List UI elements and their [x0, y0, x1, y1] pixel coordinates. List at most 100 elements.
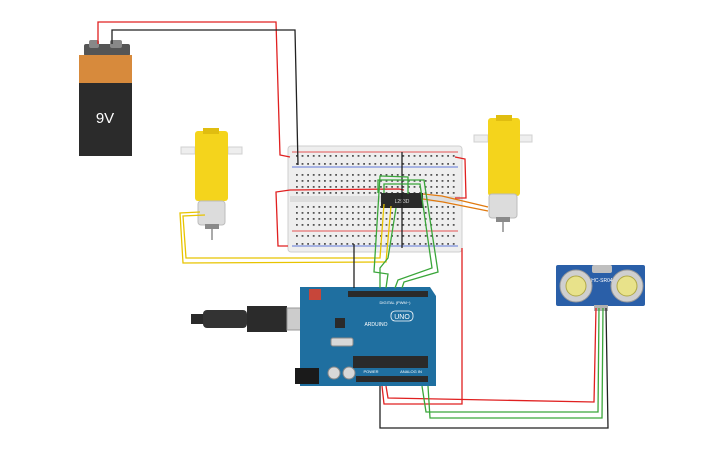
breadboard-hole — [380, 192, 382, 194]
breadboard-hole — [296, 218, 298, 220]
breadboard-hole — [296, 155, 298, 157]
breadboard-hole — [402, 235, 405, 237]
breadboard-hole — [301, 163, 304, 165]
breadboard-hole — [363, 186, 365, 188]
breadboard-hole — [413, 243, 416, 245]
breadboard-hole — [329, 212, 332, 214]
breadboard-hole — [408, 186, 410, 188]
breadboard-hole — [352, 235, 354, 237]
breadboard-hole — [413, 212, 416, 214]
breadboard-hole — [368, 192, 371, 194]
arduino-analog-label: ANALOG IN — [400, 369, 422, 374]
breadboard-hole — [396, 224, 399, 226]
breadboard-hole — [324, 235, 326, 237]
breadboard-hole — [329, 206, 332, 208]
breadboard-hole — [301, 218, 304, 220]
breadboard-hole — [441, 218, 444, 220]
dc-motor-right[interactable] — [473, 115, 533, 232]
breadboard-hole — [340, 174, 343, 176]
breadboard-hole — [424, 243, 427, 245]
breadboard-hole — [346, 174, 349, 176]
breadboard-hole — [441, 186, 444, 188]
dc-motor-left[interactable] — [180, 128, 243, 240]
breadboard-hole — [424, 174, 427, 176]
breadboard-hole — [402, 212, 405, 214]
breadboard-hole — [368, 174, 371, 176]
breadboard-hole — [340, 155, 343, 157]
breadboard-hole — [324, 174, 326, 176]
usb-cable[interactable] — [191, 306, 314, 332]
breadboard-hole — [301, 192, 304, 194]
breadboard-hole — [307, 186, 309, 188]
breadboard-hole — [296, 224, 298, 226]
breadboard-hole — [391, 224, 393, 226]
breadboard-hole — [368, 243, 371, 245]
breadboard-hole — [363, 180, 365, 182]
breadboard-hole — [380, 212, 382, 214]
breadboard-hole — [346, 180, 349, 182]
breadboard-hole — [402, 218, 405, 220]
breadboard-hole — [357, 206, 360, 208]
breadboard-hole — [391, 155, 393, 157]
breadboard-hole — [374, 224, 377, 226]
breadboard-hole — [352, 192, 354, 194]
breadboard-hole — [419, 155, 421, 157]
breadboard-hole — [424, 155, 427, 157]
arduino-model: UNO — [394, 314, 410, 321]
ultrasonic-sensor[interactable]: HC-SR04 — [556, 265, 645, 311]
breadboard-hole — [447, 218, 449, 220]
breadboard-hole — [402, 243, 405, 245]
breadboard-hole — [357, 235, 360, 237]
breadboard-hole — [312, 235, 315, 237]
breadboard-hole — [307, 174, 309, 176]
breadboard-hole — [374, 212, 377, 214]
breadboard-hole — [374, 155, 377, 157]
breadboard-hole — [419, 218, 421, 220]
breadboard-hole — [380, 174, 382, 176]
breadboard-hole — [396, 243, 399, 245]
breadboard-hole — [380, 224, 382, 226]
breadboard-hole — [374, 218, 377, 220]
breadboard-hole — [329, 155, 332, 157]
breadboard-hole — [419, 180, 421, 182]
breadboard-hole — [312, 174, 315, 176]
breadboard-hole — [346, 186, 349, 188]
breadboard-hole — [368, 218, 371, 220]
breadboard-hole — [324, 192, 326, 194]
battery-9v[interactable]: 9V — [79, 40, 132, 156]
breadboard-hole — [307, 180, 309, 182]
breadboard-hole — [424, 180, 427, 182]
breadboard-hole — [391, 180, 393, 182]
breadboard-hole — [340, 186, 343, 188]
breadboard[interactable] — [287, 145, 463, 253]
breadboard-hole — [301, 235, 304, 237]
breadboard-hole — [408, 235, 410, 237]
breadboard-hole — [408, 218, 410, 220]
breadboard-hole — [430, 206, 433, 208]
breadboard-hole — [396, 192, 399, 194]
breadboard-hole — [318, 235, 321, 237]
breadboard-hole — [363, 243, 365, 245]
breadboard-hole — [307, 192, 309, 194]
breadboard-hole — [374, 174, 377, 176]
breadboard-hole — [318, 174, 321, 176]
breadboard-hole — [318, 180, 321, 182]
breadboard-hole — [352, 206, 354, 208]
breadboard-hole — [340, 224, 343, 226]
breadboard-hole — [318, 212, 321, 214]
breadboard-hole — [436, 186, 438, 188]
breadboard-hole — [335, 218, 337, 220]
breadboard-hole — [307, 206, 309, 208]
breadboard-hole — [340, 218, 343, 220]
breadboard-hole — [419, 212, 421, 214]
breadboard-hole — [340, 163, 343, 165]
arduino-uno[interactable]: DIGITAL (PWM~) POWER ANALOG IN ARDUINO U… — [295, 287, 436, 386]
breadboard-hole — [402, 186, 405, 188]
breadboard-hole — [380, 235, 382, 237]
breadboard-hole — [447, 174, 449, 176]
breadboard-hole — [357, 218, 360, 220]
breadboard-hole — [380, 218, 382, 220]
breadboard-hole — [363, 155, 365, 157]
breadboard-hole — [363, 206, 365, 208]
breadboard-hole — [419, 224, 421, 226]
